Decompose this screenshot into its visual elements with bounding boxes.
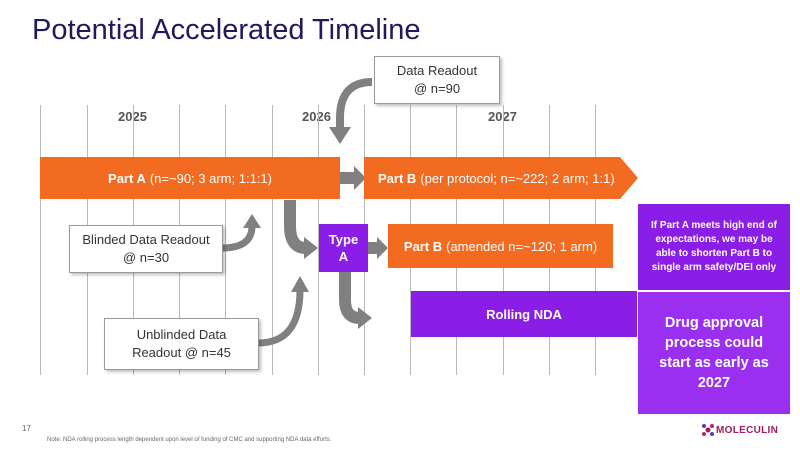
year-2026: 2026 — [302, 109, 331, 124]
gridline — [272, 105, 273, 375]
type-a-line-1: Type — [328, 232, 359, 247]
arrow-unblinded-readout — [257, 289, 304, 347]
arrowhead-type-a-to-rolling-nda — [358, 307, 372, 329]
rolling-nda-label: Rolling NDA — [486, 306, 562, 322]
molecule-logo-icon — [702, 424, 714, 436]
part-a-bold: Part A — [108, 170, 146, 186]
page-number: 17 — [22, 424, 31, 433]
arrow-data-readout — [336, 78, 373, 128]
footnote: Note: NDA rolling process length depende… — [47, 437, 332, 443]
arrowhead-type-a-to-part-b — [377, 237, 388, 259]
part-a-expectations-text: If Part A meets high end of expectations… — [651, 220, 777, 273]
page-title: Potential Accelerated Timeline — [32, 14, 421, 46]
data-readout-line-1: Data Readout — [396, 63, 478, 78]
part-b-protocol-detail: (per protocol; n=~222; 2 arm; 1:1) — [420, 170, 615, 186]
arrowhead-part-a-to-type-a — [304, 237, 318, 259]
blinded-readout-line-1: Blinded Data Readout — [82, 232, 210, 247]
gridline — [318, 105, 319, 375]
data-readout-box: Data Readout @ n=90 — [374, 56, 500, 104]
unblinded-readout-line-2: Readout @ n=45 — [132, 345, 231, 360]
arrowhead-data-readout — [329, 127, 351, 144]
gridline — [40, 105, 41, 375]
year-2027: 2027 — [488, 109, 517, 124]
gridline — [225, 105, 226, 375]
arrow-part-a-to-b — [340, 172, 354, 184]
part-b-amended-bold: Part B — [403, 238, 443, 254]
arrow-type-a-to-part-b — [368, 242, 378, 254]
blinded-readout-box: Blinded Data Readout @ n=30 — [69, 225, 223, 273]
part-a-expectations-callout: If Part A meets high end of expectations… — [638, 204, 790, 290]
unblinded-readout-box: Unblinded Data Readout @ n=45 — [104, 318, 259, 370]
year-2025: 2025 — [118, 109, 147, 124]
data-readout-line-2: @ n=90 — [413, 81, 461, 96]
part-a-bar: Part A (n=~90; 3 arm; 1:1:1) — [40, 157, 340, 199]
part-b-protocol-bold: Part B — [378, 170, 417, 186]
drug-approval-text: Drug approval process could start as ear… — [659, 315, 769, 391]
blinded-readout-line-2: @ n=30 — [122, 250, 170, 265]
arrowhead-unblinded-readout — [291, 276, 309, 292]
arrow-type-a-to-rolling-nda — [339, 272, 361, 324]
part-b-protocol-bar: Part B (per protocol; n=~222; 2 arm; 1:1… — [364, 157, 620, 199]
part-a-detail: (n=~90; 3 arm; 1:1:1) — [149, 170, 272, 186]
part-b-amended-bar: Part B (amended n=~120; 1 arm) — [388, 224, 613, 268]
type-a-line-2: A — [338, 249, 349, 264]
company-logo: MOLECULIN — [700, 422, 778, 438]
rolling-nda-bar: Rolling NDA — [411, 291, 637, 337]
arrowhead-blinded-readout — [243, 214, 261, 228]
drug-approval-callout: Drug approval process could start as ear… — [638, 292, 790, 414]
arrow-part-a-to-type-a — [284, 200, 307, 254]
type-a-box: Type A — [319, 224, 368, 272]
unblinded-readout-line-1: Unblinded Data — [136, 327, 227, 342]
part-b-amended-detail: (amended n=~120; 1 arm) — [446, 238, 598, 254]
logo-text: MOLECULIN — [716, 424, 779, 436]
part-b-chevron-tip — [620, 157, 638, 199]
arrowhead-part-a-to-b — [354, 166, 366, 190]
arrow-blinded-readout — [221, 225, 256, 252]
